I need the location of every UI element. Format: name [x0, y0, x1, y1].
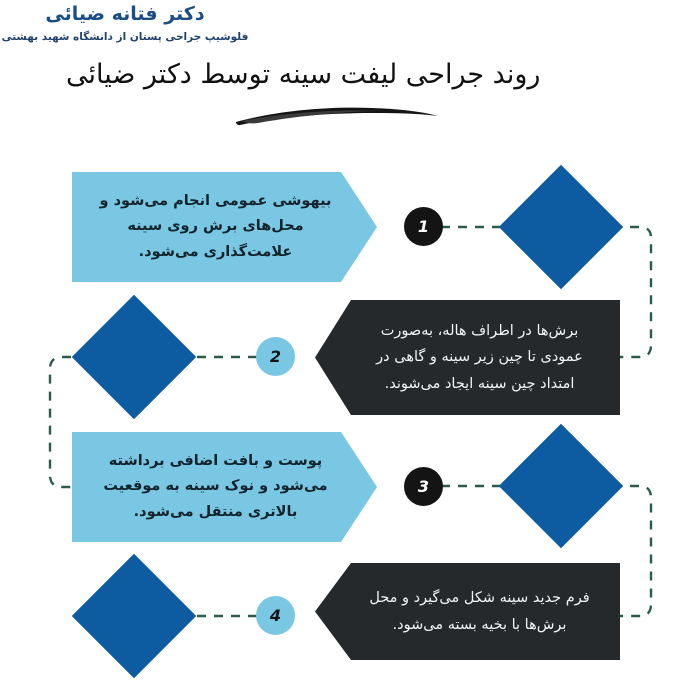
- step-2-badge[interactable]: 2: [256, 337, 295, 376]
- brand-logo: دکتر فتانه ضیائی فلوشیپ جراحی پستان از د…: [0, 4, 250, 43]
- step-1-number: 1: [417, 217, 430, 236]
- step-2-banner[interactable]: برش‌ها در اطراف هاله، به‌صورت عمودی تا چ…: [315, 300, 620, 415]
- step-4-number: 4: [269, 606, 282, 625]
- step-3-banner[interactable]: پوست و بافت اضافی برداشته می‌شود و نوک س…: [72, 432, 377, 542]
- step-2-number: 2: [269, 347, 282, 366]
- step-3-number: 3: [417, 477, 430, 496]
- step-4-text: فرم جدید سینه شکل می‌گیرد و محل برش‌ها ب…: [369, 590, 590, 633]
- brand-name: دکتر فتانه ضیائی: [45, 3, 205, 25]
- step-1-badge[interactable]: 1: [404, 207, 443, 246]
- step-4-banner[interactable]: فرم جدید سینه شکل می‌گیرد و محل برش‌ها ب…: [315, 563, 620, 660]
- step-3-text: پوست و بافت اضافی برداشته می‌شود و نوک س…: [103, 452, 328, 520]
- title-underline-brushstroke: [236, 107, 438, 126]
- step-1-banner[interactable]: بیهوشی عمومی انجام می‌شود و محل‌های برش …: [72, 172, 377, 282]
- step-2-text: برش‌ها در اطراف هاله، به‌صورت عمودی تا چ…: [376, 323, 583, 392]
- brand-subtitle: فلوشیپ جراحی پستان از دانشگاه شهید بهشتی: [1, 30, 249, 43]
- step-3-badge[interactable]: 3: [404, 467, 443, 506]
- page-title: روند جراحی لیفت سینه توسط دکتر ضیائی: [66, 59, 541, 90]
- step-4-badge[interactable]: 4: [256, 596, 295, 635]
- step-1-text: بیهوشی عمومی انجام می‌شود و محل‌های برش …: [99, 192, 332, 260]
